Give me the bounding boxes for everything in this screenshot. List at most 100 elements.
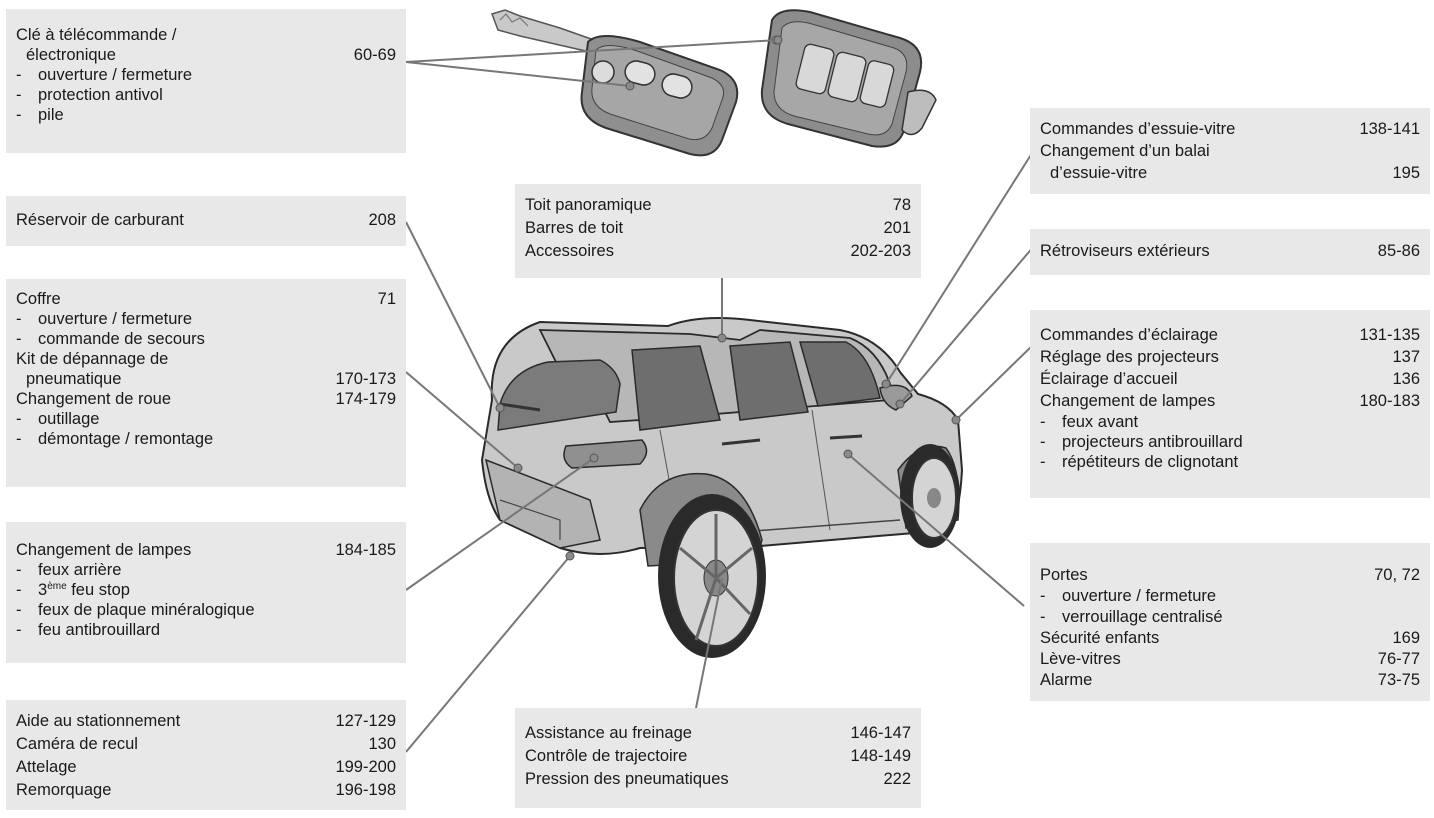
lighting-row-pages: 131-135 [1359,326,1420,344]
key-title-line2: électronique [26,46,116,64]
doors-item-2: verrouillage centralisé [1062,608,1223,626]
bullet: - [1040,413,1046,431]
brakes-row-pages: 146-147 [850,724,911,742]
key-item-2: protection antivol [38,86,163,104]
lighting-item-1: feux avant [1062,413,1139,431]
wipers-box: Commandes d’essuie-vitre 138-141 Changeme… [1030,108,1430,194]
lighting-row-pages: 137 [1392,348,1420,366]
doors-label: Portes [1040,566,1088,584]
doors-row-pages: 76-77 [1377,650,1420,668]
bullet: - [16,561,22,579]
doors-row-pages: 169 [1392,629,1420,647]
blade-line2: d’essuie-vitre [1050,164,1148,182]
parking-row-label: Attelage [16,758,77,776]
rear-lamps-item-1: feux arrière [38,561,122,579]
bullet: - [16,330,22,348]
brakes-row-label: Contrôle de trajectoire [525,747,688,765]
roof-row-pages: 202-203 [850,242,911,260]
roof-row-label: Toit panoramique [525,196,652,214]
electronic-key-icon [760,9,937,148]
parking-row-label: Remorquage [16,781,112,799]
roof-row-label: Accessoires [525,242,614,260]
doors-row-label: Sécurité enfants [1040,629,1160,647]
bullet: - [16,410,22,428]
kit-line2: pneumatique [26,370,122,388]
bullet: - [16,66,22,84]
lighting-row-pages: 136 [1392,370,1420,388]
rear-lamps-item-2: 3ème feu stop [38,581,130,599]
bullet: - [1040,433,1046,451]
folding-key-icon [491,9,739,157]
parking-box: Aide au stationnement 127-129 Caméra de r… [6,700,406,810]
wheel-item-2: démontage / remontage [38,430,214,448]
bullet: - [16,106,22,124]
bullet: - [16,581,22,599]
boot-item-2: commande de secours [38,330,205,348]
wipers-pages: 138-141 [1359,120,1420,138]
lighting-box: Commandes d’éclairage 131-135 Réglage des… [1030,310,1430,498]
fuel-box: Réservoir de carburant 208 [6,196,406,246]
fuel-label: Réservoir de carburant [16,211,184,229]
roof-box: Toit panoramique 78 Barres de toit 201 Acc… [515,184,921,278]
doors-item-1: ouverture / fermeture [1062,587,1217,605]
car-illustration [480,317,964,658]
key-item-3: pile [38,106,64,124]
roof-row-label: Barres de toit [525,219,624,237]
fuel-pages: 208 [368,211,396,229]
kit-pages: 170-173 [335,370,396,388]
key-item-1: ouverture / fermeture [38,66,193,84]
wheel-item-1: outillage [38,410,100,428]
bullet: - [16,310,22,328]
parking-row-pages: 196-198 [335,781,396,799]
wheel-label: Changement de roue [16,390,172,408]
rear-lamps-item-3: feux de plaque minéralogique [38,601,255,619]
bullet: - [16,621,22,639]
parking-row-label: Caméra de recul [16,735,138,753]
leader-lines [405,39,1035,753]
doors-pages: 70, 72 [1374,566,1420,584]
wheel-pages: 174-179 [335,390,396,408]
bullet: - [16,601,22,619]
parking-row-pages: 199-200 [335,758,396,776]
rear-lamps-item-4: feu antibrouillard [38,621,160,639]
rear-lamps-pages: 184-185 [335,541,396,559]
lighting-item-3: répétiteurs de clignotant [1062,453,1239,471]
blade-line1: Changement d’un balai [1040,142,1210,160]
doors-row-pages: 73-75 [1377,671,1420,689]
rear-lamps-label: Changement de lampes [16,541,192,559]
roof-row-pages: 78 [892,196,911,214]
parking-row-label: Aide au stationnement [16,712,181,730]
bullet: - [1040,608,1046,626]
boot-item-1: ouverture / fermeture [38,310,193,328]
bullet: - [1040,453,1046,471]
lighting-row-pages: 180-183 [1359,392,1420,410]
parking-row-pages: 127-129 [335,712,396,730]
bullet: - [16,86,22,104]
lighting-row-label: Changement de lampes [1040,392,1216,410]
wipers-label: Commandes d’essuie-vitre [1040,120,1236,138]
roof-row-pages: 201 [883,219,911,237]
lighting-row-label: Commandes d’éclairage [1040,326,1218,344]
kit-line1: Kit de dépannage de [16,350,169,368]
doors-row-label: Alarme [1040,671,1093,689]
blade-pages: 195 [1392,164,1420,182]
brakes-row-pages: 222 [883,770,911,788]
lighting-row-label: Éclairage d’accueil [1040,370,1178,388]
leader-dots [495,35,961,561]
boot-pages: 71 [377,290,396,308]
doors-row-label: Lève-vitres [1040,650,1121,668]
key-pages: 60-69 [353,46,396,64]
bullet: - [16,430,22,448]
mirrors-label: Rétroviseurs extérieurs [1040,242,1210,260]
brakes-row-label: Pression des pneumatiques [525,770,729,788]
lighting-item-2: projecteurs antibrouillard [1062,433,1243,451]
lighting-row-label: Réglage des projecteurs [1040,348,1219,366]
brakes-row-pages: 148-149 [850,747,911,765]
